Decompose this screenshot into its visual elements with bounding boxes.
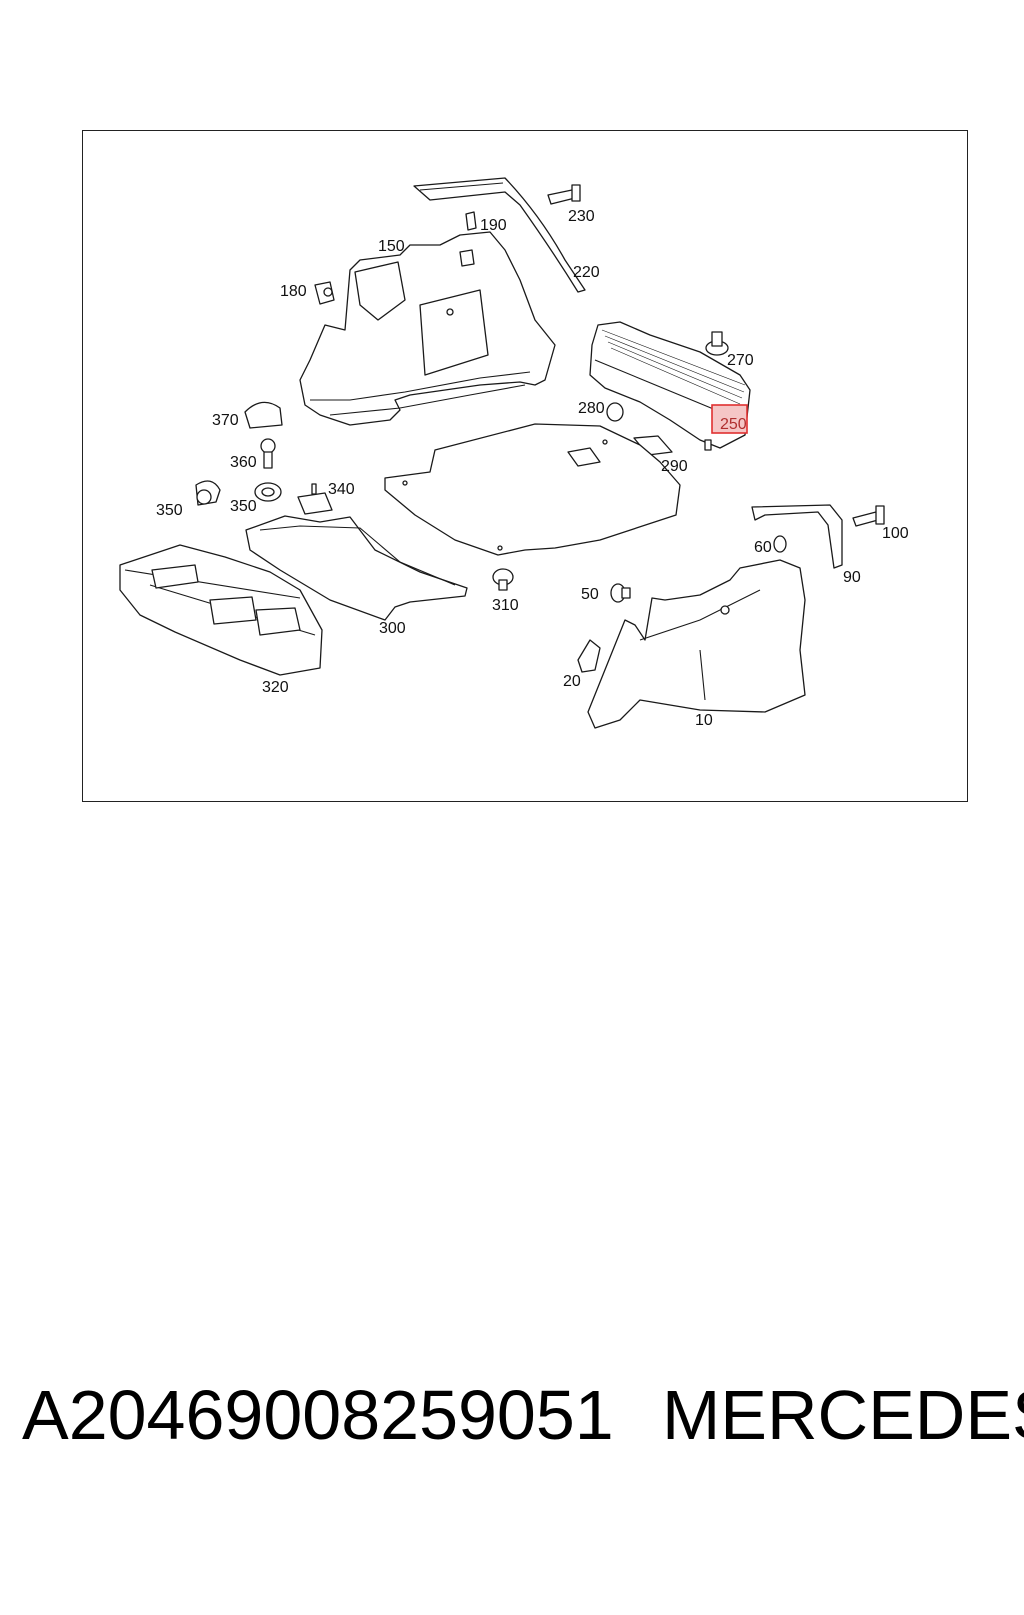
callout-290: 290 <box>661 458 688 475</box>
callout-310: 310 <box>492 597 519 614</box>
part-number: A20469008259051 <box>22 1376 614 1454</box>
part-180-clip <box>314 281 335 305</box>
callout-350-a: 350 <box>156 502 183 519</box>
callout-320: 320 <box>262 679 289 696</box>
callout-20: 20 <box>563 673 581 690</box>
part-230-push-pin <box>547 184 581 205</box>
callout-300: 300 <box>379 620 406 637</box>
callout-250: 250 <box>720 416 747 433</box>
part-90-pillar-trim <box>751 504 843 569</box>
callout-10: 10 <box>695 712 713 729</box>
caption: A20469008259051 MERCEDES <box>0 1375 1024 1615</box>
part-60-nut <box>773 535 787 553</box>
part-220-trim-strip <box>413 177 586 293</box>
parts-diagram: 10 20 50 60 90 100 150 180 190 220 230 2… <box>119 177 909 729</box>
callout-50: 50 <box>581 586 599 603</box>
callout-230: 230 <box>568 208 595 225</box>
part-10-right-side-panel <box>587 559 806 729</box>
part-360-screw <box>260 438 276 469</box>
part-100-pin <box>852 505 885 527</box>
callout-100: 100 <box>882 525 909 542</box>
callout-150: 150 <box>378 238 405 255</box>
part-300-sill-trim <box>245 515 468 621</box>
part-20-bracket <box>577 639 601 673</box>
part-340-bracket <box>297 483 333 515</box>
callout-270: 270 <box>727 352 754 369</box>
part-190-clip <box>465 211 477 231</box>
part-350-lashing-eye-a <box>195 480 221 506</box>
callout-190: 190 <box>480 217 507 234</box>
callout-220: 220 <box>573 264 600 281</box>
callout-60: 60 <box>754 539 772 556</box>
part-280-round-clip <box>606 402 624 422</box>
callout-280: 280 <box>578 400 605 417</box>
part-310-clip <box>492 568 514 591</box>
callout-370: 370 <box>212 412 239 429</box>
callout-360: 360 <box>230 454 257 471</box>
part-350-ring-b <box>254 482 282 502</box>
part-320-foam-tray <box>119 544 323 676</box>
callout-180: 180 <box>280 283 307 300</box>
brand-name: MERCEDES <box>662 1376 1024 1454</box>
callout-340: 340 <box>328 481 355 498</box>
part-370-cover-cap <box>244 401 283 429</box>
part-150-left-side-panel <box>299 231 556 426</box>
callout-250-highlight-box <box>711 404 748 434</box>
callout-90: 90 <box>843 569 861 586</box>
callout-350-b: 350 <box>230 498 257 515</box>
diagram-frame <box>82 130 968 802</box>
part-50-clip <box>610 583 631 603</box>
part-270-push-rivet <box>705 331 729 356</box>
part-floor-mat <box>384 423 681 556</box>
